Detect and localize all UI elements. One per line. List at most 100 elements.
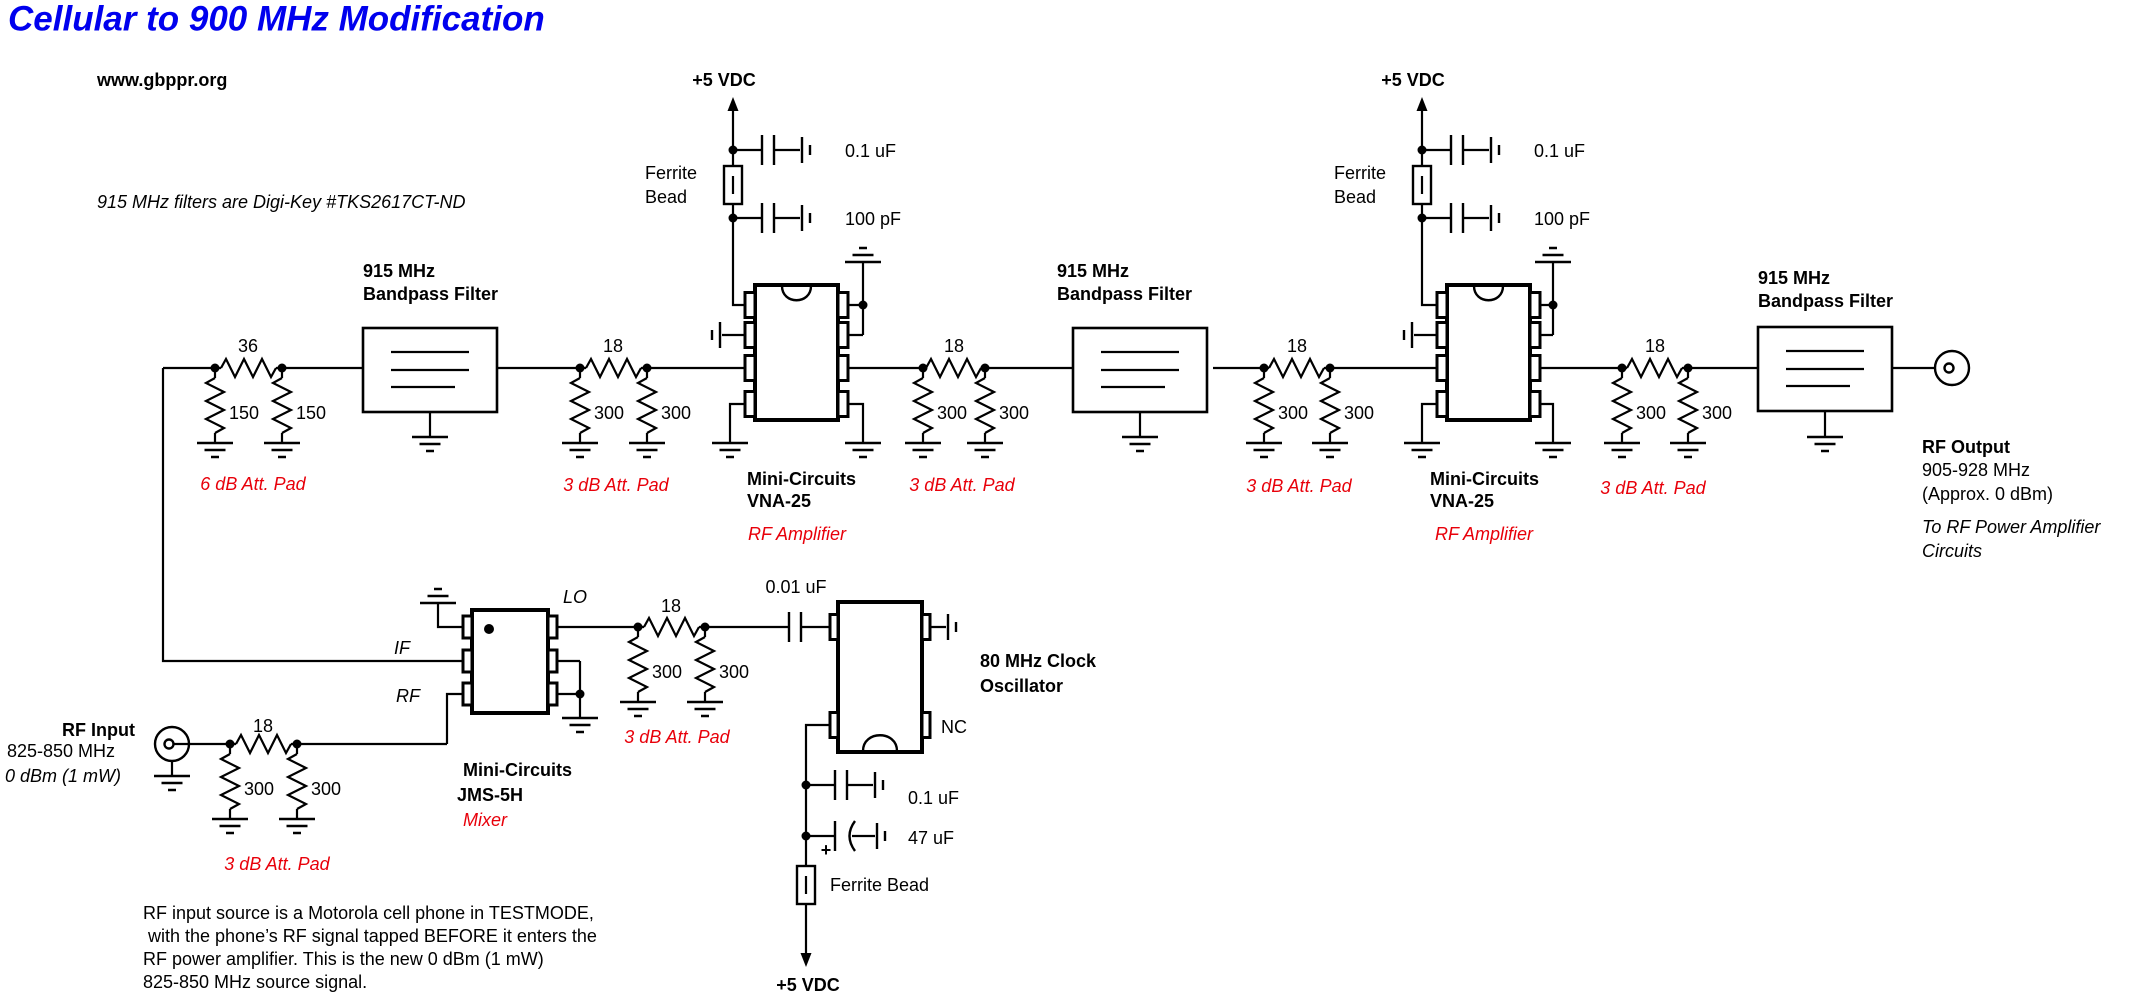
- resistor-shunt: [279, 744, 315, 833]
- resistor-shunt: [905, 368, 941, 457]
- rf-input-freq: 825-850 MHz: [7, 741, 115, 761]
- pad3a-label: 3 dB Att. Pad: [563, 475, 669, 495]
- labels: Cellular to 900 MHz Modification www.gbp…: [5, 0, 2101, 995]
- padlo-series-value: 18: [661, 596, 681, 616]
- rf-output-title: RF Output: [1922, 437, 2010, 457]
- note-line4: 825-850 MHz source signal.: [143, 972, 367, 992]
- note-line3: RF power amplifier. This is the new 0 dB…: [143, 949, 544, 969]
- rf-input-title: RF Input: [62, 720, 135, 740]
- filter2-name-line2: Bandpass Filter: [1057, 284, 1192, 304]
- bypass-cap: [762, 203, 810, 233]
- bypass-cap: [1451, 203, 1499, 233]
- resistor-shunt: [620, 627, 656, 716]
- resistor-shunt: [264, 368, 300, 457]
- ferrite-bead-2: [1411, 164, 1433, 206]
- mixer-role: Mixer: [463, 810, 508, 830]
- filter1-name-line2: Bandpass Filter: [363, 284, 498, 304]
- ground-icon: [1120, 435, 1160, 453]
- rf-output-dest-line1: To RF Power Amplifier: [1922, 517, 2101, 537]
- note-line1: RF input source is a Motorola cell phone…: [143, 903, 594, 923]
- note-line2: with the phone’s RF signal tapped BEFORE…: [147, 926, 597, 946]
- pad3b-label: 3 dB Att. Pad: [909, 475, 1015, 495]
- filter1-name-line1: 915 MHz: [363, 261, 435, 281]
- osc-nc-pin: NC: [941, 717, 967, 737]
- supply2-arrow-icon: [1416, 97, 1428, 111]
- ground-icon: [152, 774, 192, 792]
- amp2-brand: Mini-Circuits: [1430, 469, 1539, 489]
- pad3b-shunt1-value: 300: [937, 403, 967, 423]
- amp2-model: VNA-25: [1430, 491, 1494, 511]
- resistor-series: [924, 357, 983, 379]
- rf-input-line: [170, 742, 447, 776]
- pad3a-series-value: 18: [603, 336, 623, 356]
- ground-icon: [1402, 441, 1442, 459]
- ferrite2-label-line1: Ferrite: [1334, 163, 1386, 183]
- pad6-series-value: 36: [238, 336, 258, 356]
- ground-icon: [843, 441, 883, 459]
- padlo-shunt1-value: 300: [652, 662, 682, 682]
- filter3-name-line2: Bandpass Filter: [1758, 291, 1893, 311]
- pad3e-shunt2-value: 300: [1702, 403, 1732, 423]
- resistor-shunt: [629, 368, 665, 457]
- coupling-cap-value: 0.01 uF: [765, 577, 826, 597]
- signal-wires: [161, 104, 1935, 954]
- vna2-aux-wires: [1414, 262, 1555, 443]
- rf-amplifier-2-package: [1435, 283, 1542, 422]
- supply2-cap1-value: 0.1 uF: [1534, 141, 1585, 161]
- ferrite1-label-line1: Ferrite: [645, 163, 697, 183]
- supply2-cap2-value: 100 pF: [1534, 209, 1590, 229]
- padin-series-value: 18: [253, 716, 273, 736]
- bypass-cap: [762, 135, 810, 165]
- pad6-shunt1-value: 150: [229, 403, 259, 423]
- supply1-arrow-icon: [727, 97, 739, 111]
- resistor-shunt: [1246, 368, 1282, 457]
- pad3c-shunt1-value: 300: [1278, 403, 1308, 423]
- resistor-shunt: [687, 627, 723, 716]
- ground-icon: [1805, 435, 1845, 453]
- if-feed-line: [161, 368, 463, 663]
- bypass-cap: [835, 770, 883, 800]
- supply1-label: +5 VDC: [692, 70, 756, 90]
- supply3-label: +5 VDC: [776, 975, 840, 995]
- osc-name-line1: 80 MHz Clock: [980, 651, 1097, 671]
- osc-bypass-cap-value: 0.1 uF: [908, 788, 959, 808]
- pad3b-shunt2-value: 300: [999, 403, 1029, 423]
- ferrite-bead-3: [795, 864, 817, 906]
- filter3-name-line1: 915 MHz: [1758, 268, 1830, 288]
- resistor-series: [1267, 357, 1326, 379]
- ground-icon-inverted: [1533, 246, 1573, 264]
- ground-icon-inverted: [843, 246, 883, 264]
- pad3c-shunt2-value: 300: [1344, 403, 1374, 423]
- padin-label: 3 dB Att. Pad: [224, 854, 330, 874]
- resistor-series: [219, 357, 278, 379]
- pad3e-series-value: 18: [1645, 336, 1665, 356]
- filter2-name-line1: 915 MHz: [1057, 261, 1129, 281]
- resistor-shunt: [1312, 368, 1348, 457]
- electrolytic-cap: [835, 821, 885, 851]
- resistor-shunt: [1604, 368, 1640, 457]
- mixer-pin-rf: RF: [396, 686, 421, 706]
- ground-icon: [410, 435, 450, 453]
- supply1-cap1-value: 0.1 uF: [845, 141, 896, 161]
- ground-icon: [1533, 441, 1573, 459]
- amp1-role: RF Amplifier: [748, 524, 847, 544]
- resistor-series: [234, 733, 293, 755]
- pad6-shunt2-value: 150: [296, 403, 326, 423]
- resistor-series: [642, 616, 701, 638]
- rf-input-level: 0 dBm (1 mW): [5, 766, 121, 786]
- vna1-aux-wires: [722, 262, 865, 443]
- osc-electrolytic-value: 47 uF: [908, 828, 954, 848]
- ground-icon: [560, 716, 600, 734]
- attenuator-pads: [197, 357, 1706, 833]
- amp2-role: RF Amplifier: [1435, 524, 1534, 544]
- padin-shunt2-value: 300: [311, 779, 341, 799]
- resistor-shunt: [562, 368, 598, 457]
- mixer-model: JMS-5H: [457, 785, 523, 805]
- resistor-shunt: [967, 368, 1003, 457]
- bypass-cap: [1451, 135, 1499, 165]
- bandpass-filter-1: [361, 326, 499, 414]
- supply2-label: +5 VDC: [1381, 70, 1445, 90]
- resistor-series: [1625, 357, 1684, 379]
